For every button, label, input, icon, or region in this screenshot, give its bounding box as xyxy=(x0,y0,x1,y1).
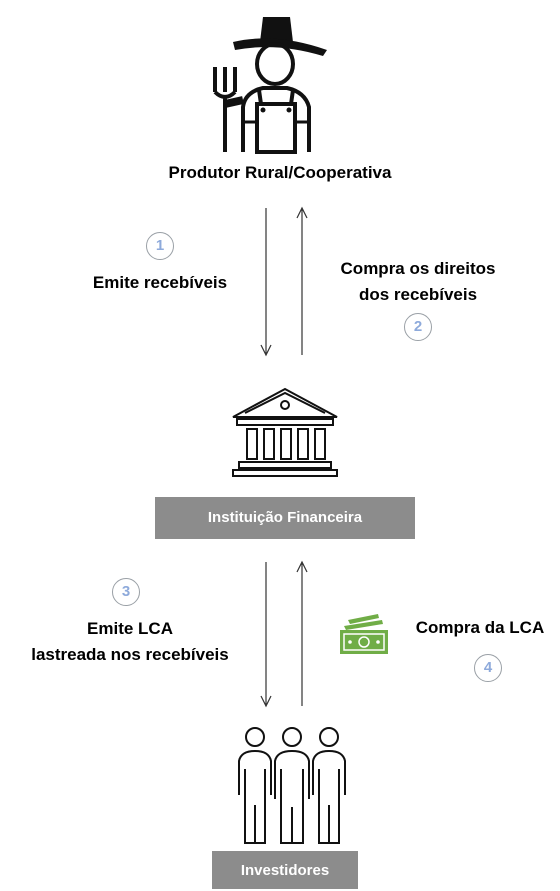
bank-icon xyxy=(232,387,338,477)
bank-box: Instituição Financeira xyxy=(155,497,415,539)
step-4-label: Compra da LCA xyxy=(415,618,545,637)
step-3-badge: 3 xyxy=(112,578,140,606)
producer-label: Produtor Rural/Cooperativa xyxy=(168,163,392,182)
money-icon xyxy=(340,614,388,654)
step-2-label-line2: dos recebíveis xyxy=(358,285,478,304)
step-1-label: Emite recebíveis xyxy=(92,273,228,292)
step-4-badge: 4 xyxy=(474,654,502,682)
step-2-label-line1: Compra os direitos xyxy=(340,259,496,278)
arrow-up-4 xyxy=(296,560,308,706)
investors-icon xyxy=(238,727,346,844)
farmer-icon xyxy=(213,17,327,154)
step-3-label-line1: Emite LCA xyxy=(87,619,173,638)
step-1-badge: 1 xyxy=(146,232,174,260)
step-3-label-line2: lastreada nos recebíveis xyxy=(31,645,229,664)
arrow-down-1 xyxy=(260,208,272,357)
investors-box: Investidores xyxy=(212,851,358,889)
arrow-down-3 xyxy=(260,562,272,708)
arrow-up-2 xyxy=(296,206,308,355)
step-2-badge: 2 xyxy=(404,313,432,341)
